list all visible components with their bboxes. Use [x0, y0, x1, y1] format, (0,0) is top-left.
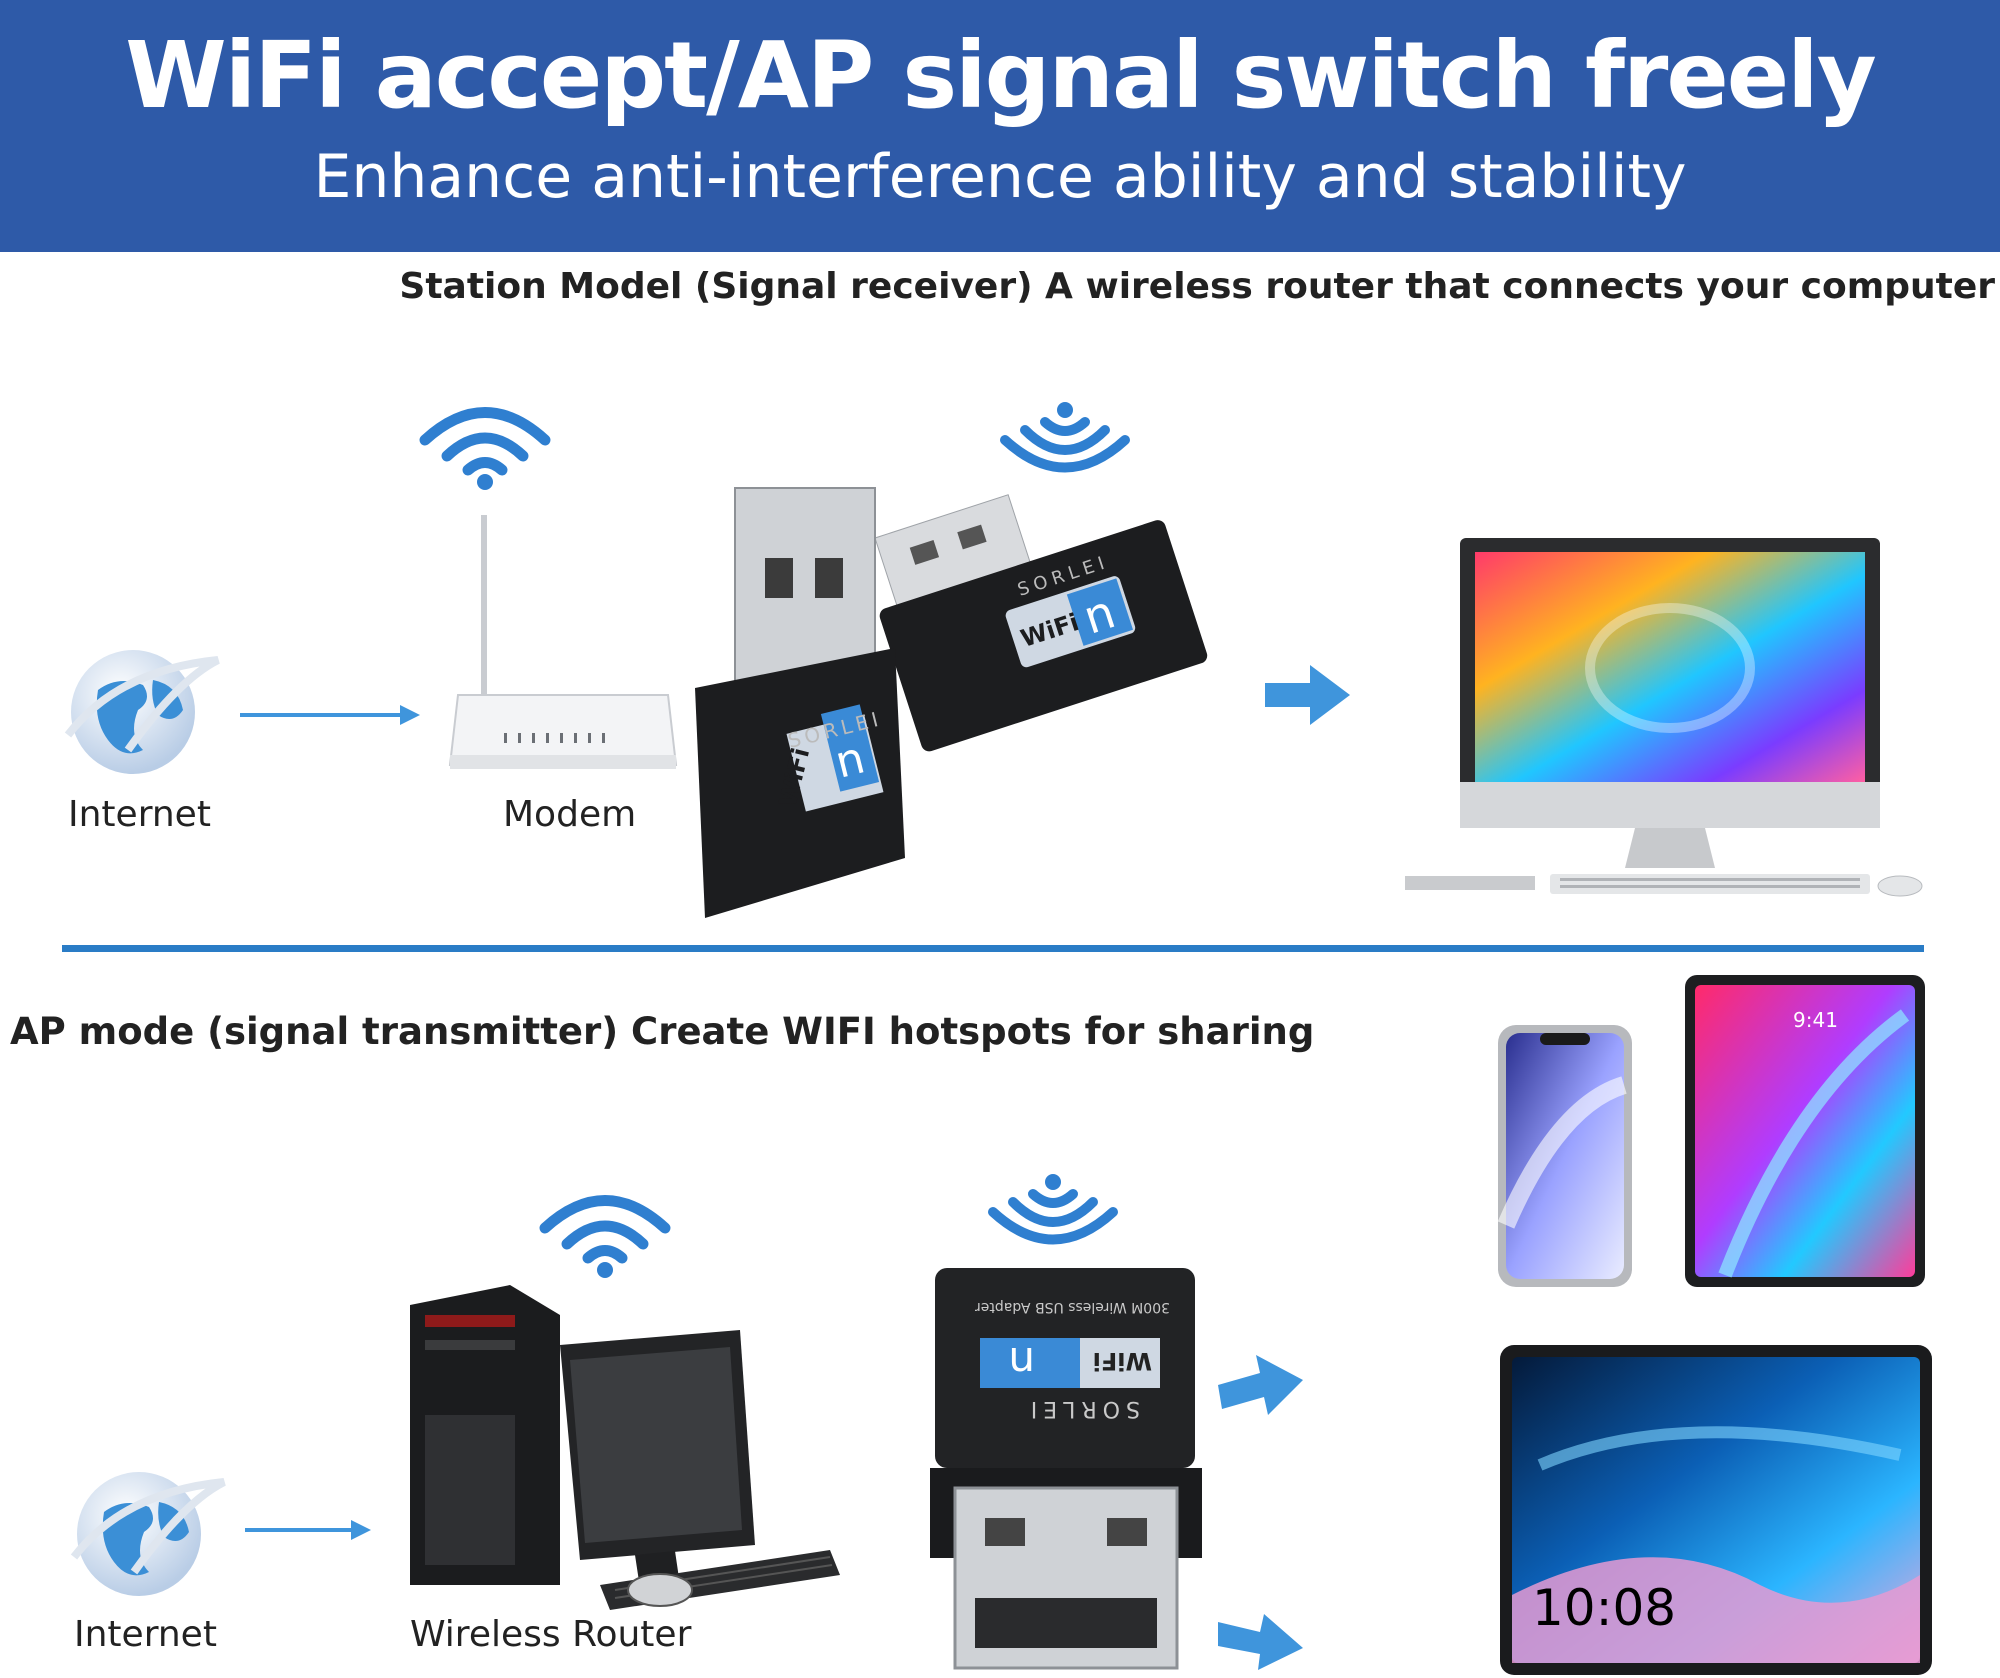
- svg-text:SORLEI: SORLEI: [1025, 1396, 1140, 1421]
- arrow-right-icon: [245, 1520, 371, 1540]
- phone-icon: [1497, 1025, 1632, 1287]
- internet-label-ap: Internet: [74, 1614, 217, 1655]
- arrow-right-icon: [1218, 1614, 1303, 1670]
- globe-icon: [64, 650, 220, 774]
- banner-title: WiFi accept/AP signal switch freely: [125, 22, 1876, 129]
- desktop-pc-icon: [410, 1285, 840, 1610]
- tablet-clock: 10:08: [1532, 1579, 1676, 1637]
- svg-text:300M Wireless USB Adapter: 300M Wireless USB Adapter: [975, 1299, 1170, 1315]
- arrow-right-icon: [240, 705, 420, 725]
- ap-mode-heading: AP mode (signal transmitter) Create WIFI…: [10, 1010, 1315, 1053]
- wifi-signal-icon: [1000, 402, 1130, 473]
- svg-text:WiFi: WiFi: [1093, 1347, 1152, 1375]
- wifi-signal-icon: [988, 1174, 1118, 1245]
- usb-adapter-icon: n WiFi SORLEI n WiFi SORLEI: [695, 487, 1208, 918]
- globe-icon: [70, 1472, 226, 1596]
- arrow-right-icon: [1218, 1355, 1303, 1415]
- modem-label: Modem: [503, 794, 637, 835]
- tablet-icon: 10:08: [1500, 1345, 1932, 1675]
- wifi-signal-icon: [419, 407, 551, 490]
- station-mode-heading: Station Model (Signal receiver) A wirele…: [399, 266, 1995, 307]
- monitor-icon: [1405, 538, 1923, 897]
- section-divider: [62, 945, 1924, 952]
- arrow-right-icon: [1265, 665, 1350, 725]
- svg-text:9:41: 9:41: [1793, 1008, 1838, 1032]
- usb-adapter-icon: n WiFi SORLEI 300M Wireless USB Adapter: [930, 1268, 1202, 1670]
- wireless-router-label: Wireless Router: [410, 1614, 692, 1655]
- modem-icon: [448, 515, 678, 769]
- header-banner: [0, 0, 2000, 252]
- svg-text:n: n: [1008, 1338, 1035, 1387]
- banner-subtitle: Enhance anti-interference ability and st…: [313, 142, 1687, 212]
- tablet-icon: 9:41: [1685, 975, 1925, 1287]
- internet-label: Internet: [68, 794, 211, 835]
- wifi-signal-icon: [539, 1195, 671, 1278]
